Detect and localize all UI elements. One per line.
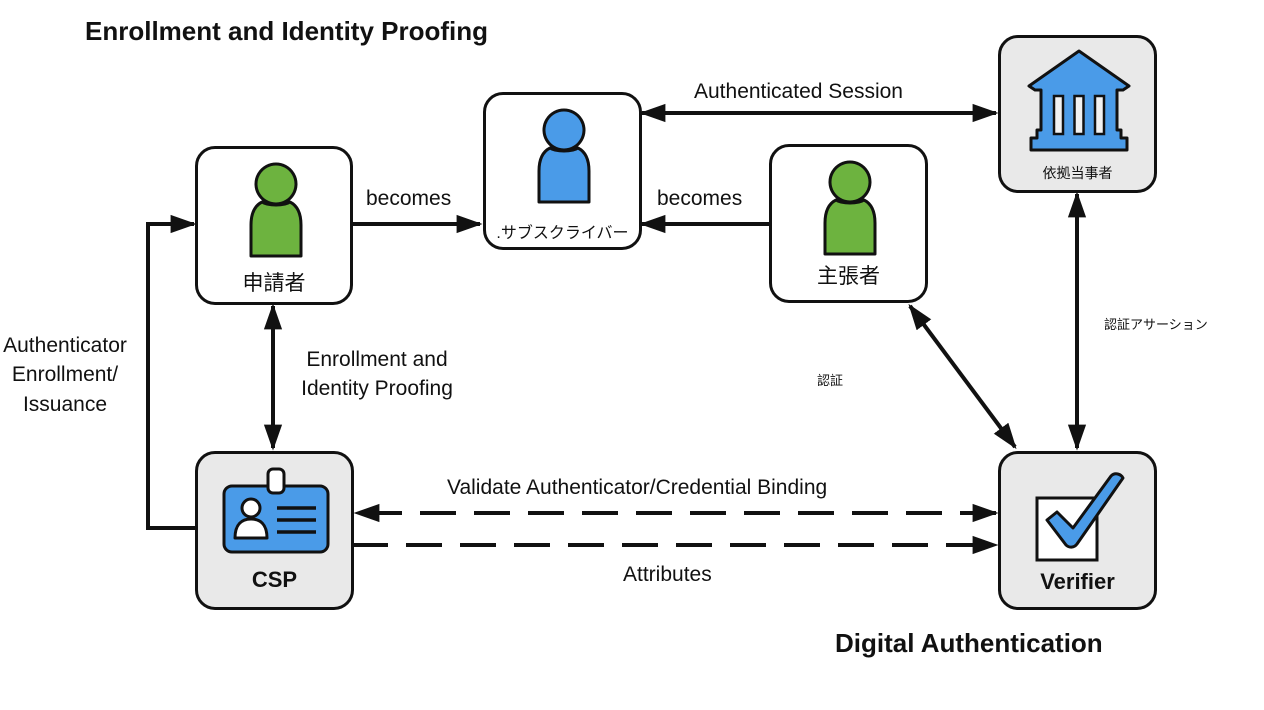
node-csp[interactable]: CSP [195, 451, 354, 610]
label-attributes: Attributes [623, 563, 712, 586]
node-applicant[interactable]: 申請者 [195, 146, 353, 305]
applicant-label: 申請者 [242, 272, 306, 295]
label-line: Identity Proofing [301, 377, 453, 401]
node-verifier[interactable]: Verifier [998, 451, 1157, 610]
claimant-label: 主張者 [817, 265, 880, 288]
label-authentication: 認証 [817, 373, 844, 388]
label-enrollment-identity-proofing: Enrollment and Identity Proofing [282, 345, 472, 404]
subscriber-label: .サブスクライバー [496, 225, 629, 242]
label-line: Enrollment and [306, 348, 448, 371]
relying-party-label: 依拠当事者 [1042, 165, 1113, 181]
label-authenticated-session: Authenticated Session [694, 80, 903, 103]
node-relying-party[interactable]: 依拠当事者 [998, 35, 1157, 193]
csp-label: CSP [251, 567, 298, 592]
bank-building-icon [1027, 49, 1131, 152]
enrollment-section-title: Enrollment and Identity Proofing [85, 16, 488, 46]
label-validate-binding: Validate Authenticator/Credential Bindin… [447, 476, 828, 499]
arrow-claimant-verifier [908, 303, 1017, 450]
label-claimant-becomes: becomes [657, 187, 743, 210]
digital-authentication-section-title: Digital Authentication [835, 628, 1103, 658]
person-icon [249, 162, 303, 258]
node-claimant[interactable]: 主張者 [769, 144, 928, 303]
arrow-authenticator-issuance [146, 214, 197, 530]
node-subscriber[interactable]: .サブスクライバー [483, 92, 642, 250]
person-icon [537, 108, 591, 204]
label-applicant-becomes: becomes [366, 187, 452, 210]
checkbox-checkmark-icon [1035, 472, 1125, 562]
label-line: Authenticator [3, 334, 127, 357]
verifier-label: Verifier [1040, 569, 1115, 594]
label-authentication-assertion: 認証アサーション [1104, 317, 1208, 332]
label-line: Enrollment/ [11, 363, 119, 387]
label-line: Issuance [22, 392, 108, 416]
person-icon [823, 160, 877, 256]
id-badge-icon [222, 467, 330, 554]
label-authenticator-enrollment-issuance: Authenticator Enrollment/ Issuance [0, 331, 150, 419]
